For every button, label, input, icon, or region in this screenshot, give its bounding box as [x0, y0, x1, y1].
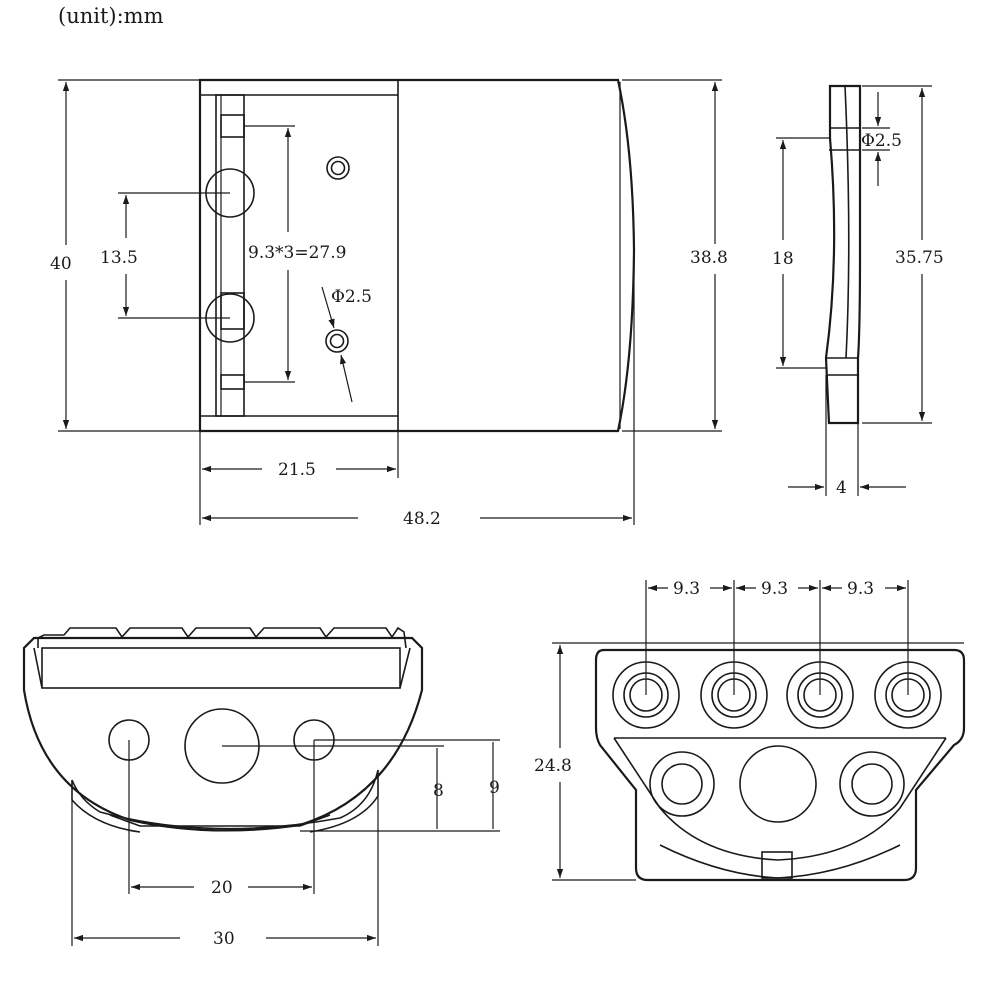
front-view-body [22, 636, 424, 832]
side-hole-spacing: 18 [772, 249, 794, 269]
front-hole-spacing: 20 [211, 878, 233, 898]
end-view: 9.3 9.3 9.3 24.8 [534, 579, 966, 882]
unit-label: (unit):mm [58, 4, 164, 28]
front-top-panel [41, 647, 401, 689]
end-pitch-1: 9.3 [673, 579, 700, 599]
top-view-body [199, 79, 399, 432]
front-height-large: 9 [489, 778, 500, 798]
side-view-outline [824, 84, 862, 425]
contact-strip [215, 94, 245, 417]
end-lower-hole [839, 751, 905, 817]
front-view: 8 9 20 30 [22, 626, 500, 949]
dim-height-total: 40 [50, 254, 72, 274]
dim-overall-width: 48.2 [403, 509, 441, 529]
mount-hole [326, 156, 350, 180]
top-view: 40 13.5 9.3*3=27.9 Φ2.5 38.8 21.5 4 [50, 78, 728, 529]
dim-body-width: 21.5 [278, 460, 316, 480]
top-view-outline [198, 78, 636, 433]
front-width: 30 [213, 929, 235, 949]
dim-pin-spacing: 13.5 [100, 248, 138, 268]
dim-pitch-total: 9.3*3=27.9 [248, 243, 346, 263]
end-pitch-3: 9.3 [847, 579, 874, 599]
side-thickness: 4 [836, 478, 847, 498]
side-view: Φ2.5 18 35.75 4 [772, 84, 944, 498]
end-view-outline [594, 648, 966, 882]
end-height: 24.8 [534, 756, 572, 776]
side-hole-diameter: Φ2.5 [861, 131, 902, 151]
dim-hole-diameter: Φ2.5 [331, 287, 372, 307]
end-pitch-2: 9.3 [761, 579, 788, 599]
end-key [761, 851, 793, 879]
mount-hole [325, 329, 349, 353]
dim-inner-height: 38.8 [690, 248, 728, 268]
side-height: 35.75 [895, 248, 944, 268]
end-center-hole [739, 745, 817, 823]
end-lower-hole [649, 751, 715, 817]
front-height-small: 8 [433, 781, 444, 801]
